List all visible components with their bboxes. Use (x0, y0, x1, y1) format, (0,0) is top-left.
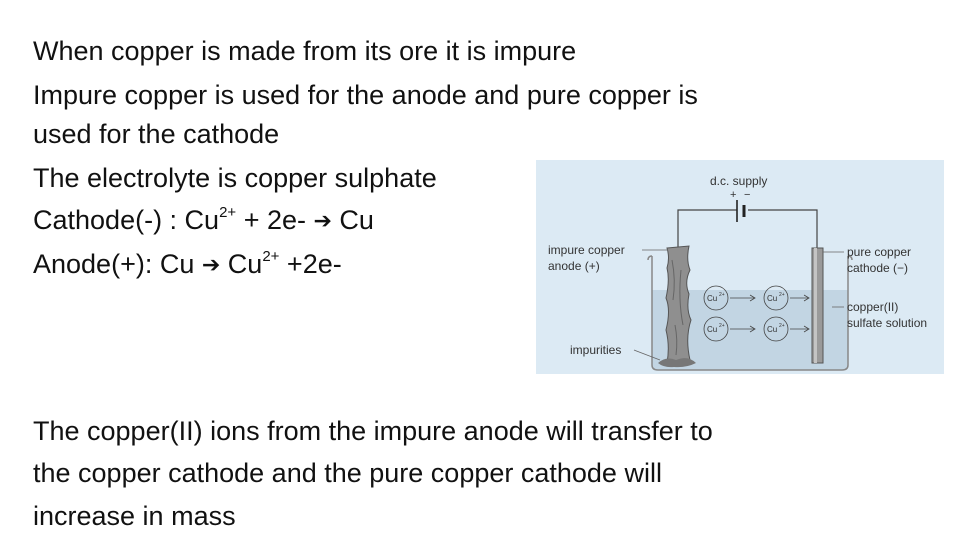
ion-label: Cu (767, 294, 777, 303)
ion-charge: 2+ (719, 323, 725, 329)
ion-label: Cu (707, 325, 717, 334)
ion-label: Cu (767, 325, 777, 334)
ion-charge: 2+ (779, 292, 785, 298)
ion-charge: 2+ (779, 323, 785, 329)
copper-ion-icon (703, 285, 729, 311)
cathode-electrons: + 2e- (236, 205, 314, 235)
ion-arrowhead (749, 294, 756, 302)
solution (652, 290, 848, 370)
impure-anode-label-1: impure copper (548, 243, 625, 257)
ion-arrowhead (803, 294, 810, 302)
text-line-1: When copper is made from its ore it is i… (33, 36, 577, 66)
impure-copper-anode (665, 245, 692, 364)
ion-arrowhead (749, 325, 756, 333)
beaker (651, 256, 849, 371)
pure-cathode-label-1: pure copper (847, 245, 911, 259)
pure-cathode-label-2: cathode (−) (847, 261, 908, 275)
copper-ion-icon (763, 316, 789, 342)
supply-minus: − (744, 189, 750, 201)
conclusion-line-3: increase in mass (33, 501, 236, 531)
anode-charge: 2+ (262, 248, 280, 265)
ion-label: Cu (707, 294, 717, 303)
copper-ion-icon (763, 285, 789, 311)
anode-texture (671, 259, 684, 356)
cathode-highlight (814, 248, 817, 363)
impurities-leader (633, 349, 661, 361)
anode-electrons: +2e- (279, 249, 342, 279)
supply-plus: + (730, 189, 736, 201)
ion-arrowhead (803, 325, 810, 333)
beaker-lip (647, 255, 853, 261)
anode-label: Anode(+): Cu (33, 249, 202, 279)
anode-product: Cu (220, 249, 263, 279)
ion-charge: 2+ (719, 292, 725, 298)
text-line-3: used for the cathode (33, 119, 280, 149)
cathode-charge: 2+ (219, 204, 237, 221)
text-line-4: The electrolyte is copper sulphate (33, 163, 437, 193)
circuit-wire (677, 209, 818, 253)
impurities-pile (658, 358, 696, 368)
electrolysis-diagram: d.c. supply + − Cu 2+ Cu 2+ (536, 160, 944, 374)
anode-equation: Anode(+): Cu ➔ Cu2+ +2e- (33, 249, 342, 281)
arrow-icon: ➔ (313, 208, 332, 233)
impurities-label: impurities (570, 343, 621, 357)
arrow-icon: ➔ (201, 252, 221, 277)
cathode-product: Cu (331, 205, 374, 235)
text-line-2: Impure copper is used for the anode and … (33, 80, 698, 110)
copper-ion-icon (703, 316, 729, 342)
pure-copper-cathode (811, 247, 824, 364)
supply-label: d.c. supply (710, 174, 767, 188)
ion-group: Cu 2+ Cu 2+ Cu 2+ Cu 2+ (703, 285, 810, 342)
conclusion-line-2: the copper cathode and the pure copper c… (33, 458, 662, 488)
cathode-equation: Cathode(-) : Cu2+ + 2e- ➔ Cu (33, 205, 374, 237)
solution-label-2: sulfate solution (847, 316, 927, 330)
solution-label-1: copper(II) (847, 300, 898, 314)
cathode-label: Cathode(-) : Cu (33, 205, 220, 235)
impure-anode-label-2: anode (+) (548, 259, 600, 273)
conclusion-line-1: The copper(II) ions from the impure anod… (33, 416, 713, 446)
